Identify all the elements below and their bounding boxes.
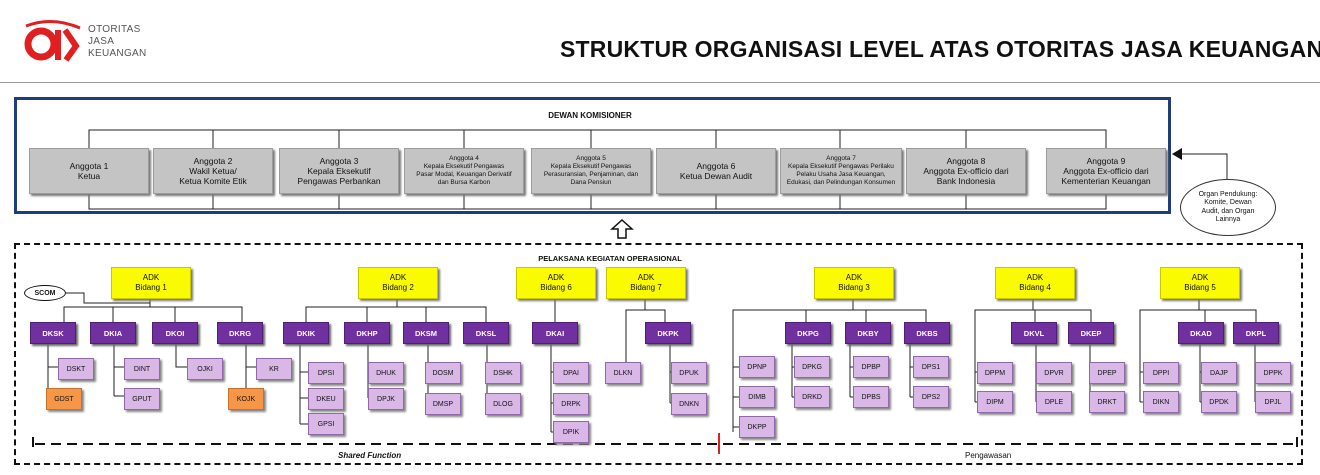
dk-dkpl: DKPL: [1233, 322, 1279, 344]
dk-dkai: DKAI: [532, 322, 578, 344]
member-anggota-5: Anggota 5 Kepala Eksekutif Pengawas Pera…: [531, 148, 651, 194]
logo-wordmark: OTORITAS JASA KEUANGAN: [88, 24, 147, 60]
dk-dkoi: DKOI: [152, 322, 198, 344]
adk-bidang-2: ADK Bidang 2: [358, 267, 438, 299]
member-anggota-9: Anggota 9 Anggota Ex-officio dari Kement…: [1046, 148, 1166, 194]
sub-drkt: DRKT: [1089, 391, 1125, 413]
dk-dkpg: DKPG: [785, 322, 831, 344]
sub-dhuk: DHUK: [368, 362, 404, 384]
header-divider: [0, 82, 1320, 83]
sub-gpsi: GPSI: [308, 413, 344, 435]
up-arrow-icon: [610, 218, 634, 239]
sub-dkpp: DKPP: [739, 416, 775, 438]
adk-bidang-7: ADK Bidang 7: [606, 267, 686, 299]
sub-dpai: DPAI: [553, 362, 589, 384]
logo-line-1: OTORITAS: [88, 24, 141, 35]
sub-dpvr: DPVR: [1036, 362, 1072, 384]
dk-dkia: DKIA: [90, 322, 136, 344]
adk-bidang-5: ADK Bidang 5: [1160, 267, 1240, 299]
member-anggota-4: Anggota 4 Kepala Eksekutif Pengawas Pasa…: [404, 148, 524, 194]
sub-dmsp: DMSP: [425, 393, 461, 415]
adk-bidang-6: ADK Bidang 6: [516, 267, 596, 299]
sub-dple: DPLE: [1036, 391, 1072, 413]
dk-dksl: DKSL: [463, 322, 509, 344]
sub-kr: KR: [256, 358, 292, 380]
sub-dpjl: DPJL: [1255, 391, 1291, 413]
member-anggota-6: Anggota 6 Ketua Dewan Audit: [656, 148, 776, 194]
sub-dpsi: DPSI: [308, 362, 344, 384]
sub-dskt: DSKT: [58, 358, 94, 380]
sub-dpuk: DPUK: [671, 362, 707, 384]
sub-dnkn: DNKN: [671, 393, 707, 415]
sub-dpdk: DPDK: [1201, 391, 1237, 413]
logo-line-2: JASA: [88, 36, 115, 47]
sub-dosm: DOSM: [425, 362, 461, 384]
sub-dppm: DPPM: [977, 362, 1013, 384]
sub-dpnp: DPNP: [739, 356, 775, 378]
member-anggota-1: Anggota 1 Ketua: [29, 148, 149, 194]
sub-dpjk: DPJK: [368, 388, 404, 410]
sub-dkeu: DKEU: [308, 388, 344, 410]
scom-node: SCOM: [24, 285, 66, 301]
shared-function-label: Shared Function: [338, 451, 402, 460]
sub-dpik: DPIK: [553, 421, 589, 443]
dk-dkrg: DKRG: [217, 322, 263, 344]
sub-dpbs: DPBS: [853, 386, 889, 408]
sub-dikn: DIKN: [1143, 391, 1179, 413]
member-anggota-7: Anggota 7 Kepala Eksekutif Pengawas Peri…: [780, 148, 902, 194]
sub-dpkg: DPKG: [794, 356, 830, 378]
page-title: STRUKTUR ORGANISASI LEVEL ATAS OTORITAS …: [560, 36, 1320, 62]
sub-kojk: KOJK: [228, 388, 264, 410]
sub-dppi: DPPI: [1143, 362, 1179, 384]
sub-dppk: DPPK: [1255, 362, 1291, 384]
dk-dkvl: DKVL: [1011, 322, 1057, 344]
logo-line-3: KEUANGAN: [88, 48, 147, 59]
sub-dipm: DIPM: [977, 391, 1013, 413]
adk-bidang-4: ADK Bidang 4: [995, 267, 1075, 299]
sub-dpbp: DPBP: [853, 356, 889, 378]
sub-drkd: DRKD: [794, 386, 830, 408]
sub-dpep: DPEP: [1089, 362, 1125, 384]
dk-dksk: DKSK: [30, 322, 76, 344]
pelaksana-operasional-title: PELAKSANA KEGIATAN OPERASIONAL: [538, 254, 682, 263]
adk-bidang-1: ADK Bidang 1: [111, 267, 191, 299]
dk-dkhp: DKHP: [344, 322, 390, 344]
member-anggota-2: Anggota 2 Wakil Ketua/ Ketua Komite Etik: [153, 148, 273, 194]
dk-dkep: DKEP: [1068, 322, 1114, 344]
dewan-komisioner-frame: [14, 97, 1171, 214]
divider-marker: [718, 433, 720, 454]
sub-dps2: DPS2: [913, 386, 949, 408]
sub-gput: GPUT: [124, 388, 160, 410]
pelaksana-operasional-frame: [14, 243, 1303, 465]
organ-pendukung-node: Organ Pendukung: Komite, Dewan Audit, da…: [1180, 179, 1276, 236]
dk-dkpk: DKPK: [645, 322, 691, 344]
sub-gdst: GDST: [46, 388, 82, 410]
dk-dksm: DKSM: [403, 322, 449, 344]
dk-dkad: DKAD: [1178, 322, 1224, 344]
sub-dimb: DIMB: [739, 386, 775, 408]
member-anggota-3: Anggota 3 Kepala Eksekutif Pengawas Perb…: [279, 148, 399, 194]
adk-bidang-3: ADK Bidang 3: [814, 267, 894, 299]
sub-dshk: DSHK: [485, 362, 521, 384]
pengawasan-label: Pengawasan: [965, 451, 1012, 460]
sub-dajp: DAJP: [1201, 362, 1237, 384]
sub-dint: DINT: [124, 358, 160, 380]
dewan-komisioner-title: DEWAN KOMISIONER: [548, 111, 632, 120]
sub-dlog: DLOG: [485, 393, 521, 415]
ojk-logo-icon: [24, 20, 81, 62]
dk-dkbs: DKBS: [904, 322, 950, 344]
dk-dkby: DKBY: [845, 322, 891, 344]
sub-dps1: DPS1: [913, 356, 949, 378]
sub-drpk: DRPK: [553, 393, 589, 415]
dk-dkik: DKIK: [283, 322, 329, 344]
sub-dlkn: DLKN: [605, 362, 641, 384]
member-anggota-8: Anggota 8 Anggota Ex-officio dari Bank I…: [906, 148, 1026, 194]
sub-ojki: OJKI: [187, 358, 223, 380]
